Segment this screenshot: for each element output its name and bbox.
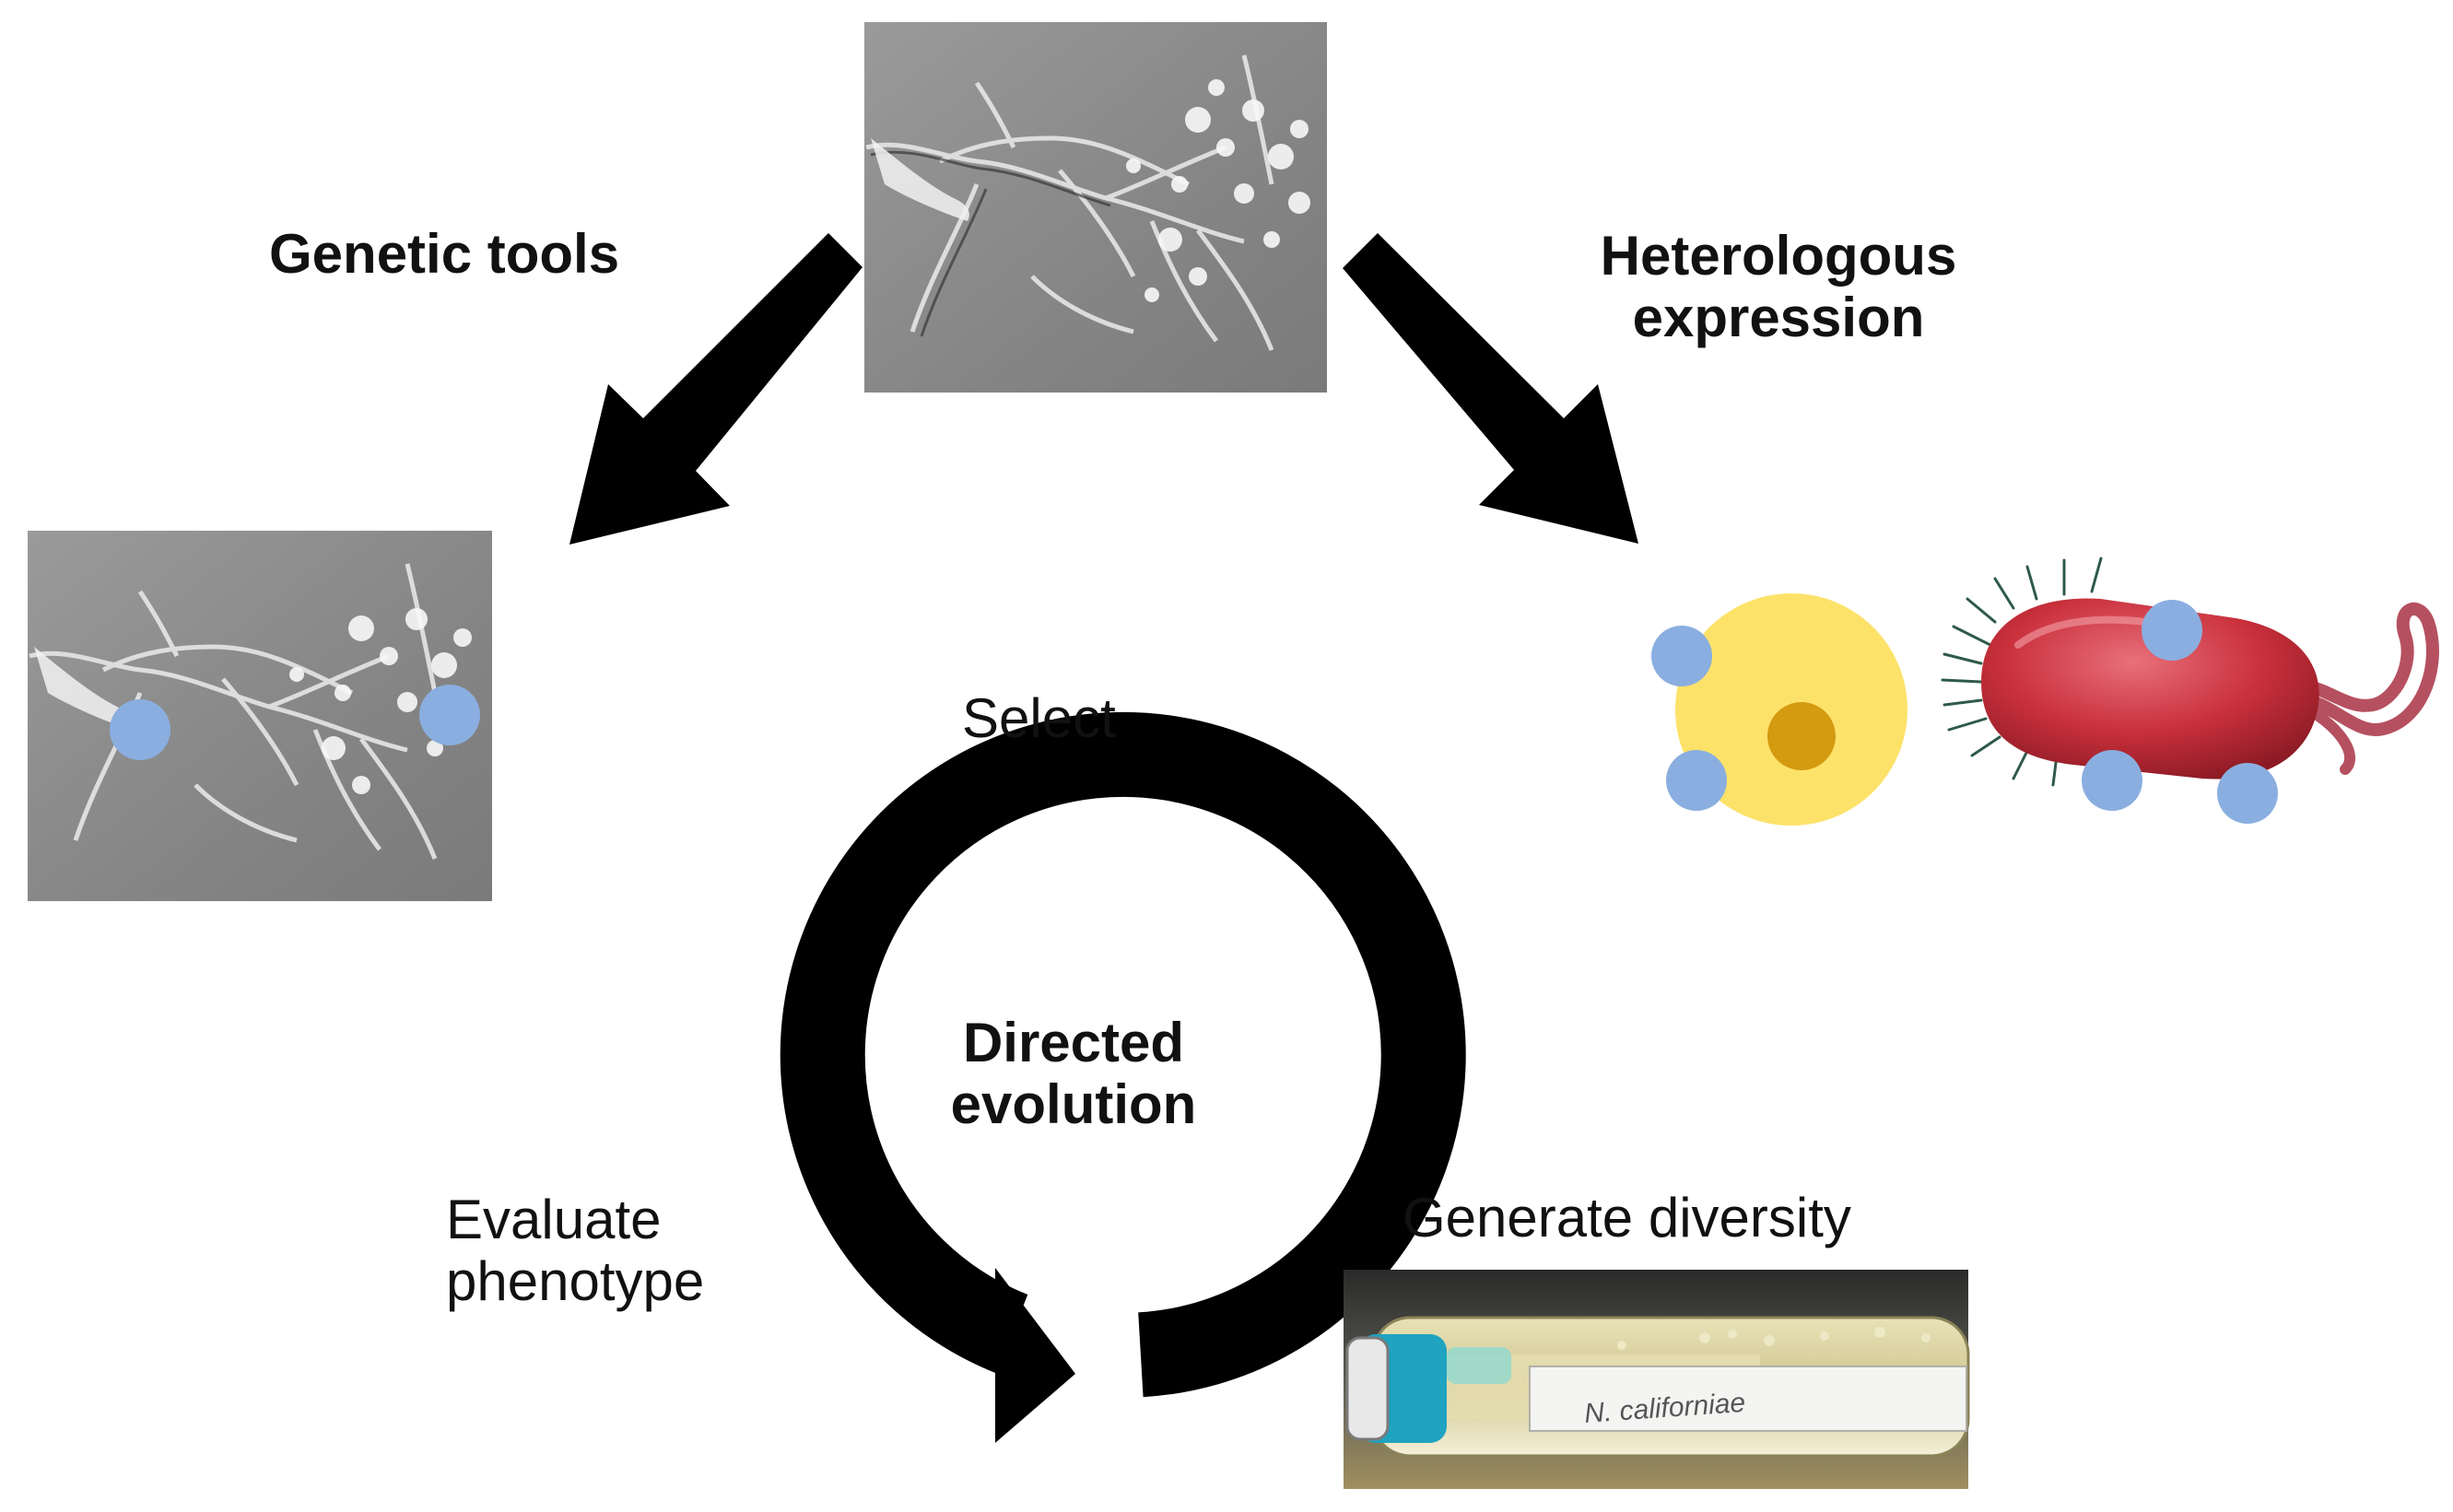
directed-evolution-label: Directed evolution	[889, 1012, 1258, 1135]
bacterium-marker-dot-bottom-right	[2217, 763, 2278, 824]
arrow-heterologous-expression	[1343, 233, 1638, 544]
select-label: Select	[962, 687, 1116, 749]
left-micrograph-image	[28, 531, 492, 901]
top-micrograph-image	[864, 22, 1327, 393]
yeast-cell-icon	[1675, 593, 1907, 826]
heterologous-expression-label: Heterologous expression	[1567, 225, 1990, 348]
directed-evolution-cycle-arrow	[780, 711, 1466, 1443]
evaluate-label-line1: Evaluate	[446, 1189, 662, 1250]
directed-label-line2: evolution	[950, 1073, 1197, 1136]
bacterium-marker-dot-bottom-left	[2082, 750, 2142, 811]
evaluate-label-line2: phenotype	[446, 1250, 705, 1313]
yeast-marker-dot-bottom	[1666, 750, 1727, 811]
directed-label-line1: Directed	[962, 1012, 1185, 1073]
heterologous-label-line1: Heterologous	[1600, 225, 1957, 287]
generate-diversity-label: Generate diversity	[1403, 1187, 1851, 1248]
culture-tube-photo: N. californiae	[1344, 1270, 1970, 1489]
bacterium-icon	[1941, 557, 2439, 787]
bacterium-marker-dot-top	[2142, 600, 2202, 661]
arrow-genetic-tools	[569, 233, 863, 545]
heterologous-label-line2: expression	[1632, 287, 1925, 349]
yeast-marker-dot-top	[1651, 626, 1712, 686]
evaluate-phenotype-label: Evaluate phenotype	[446, 1189, 704, 1312]
marker-dot-right	[419, 685, 480, 745]
marker-dot-left	[110, 699, 170, 760]
genetic-tools-label: Genetic tools	[269, 223, 620, 285]
